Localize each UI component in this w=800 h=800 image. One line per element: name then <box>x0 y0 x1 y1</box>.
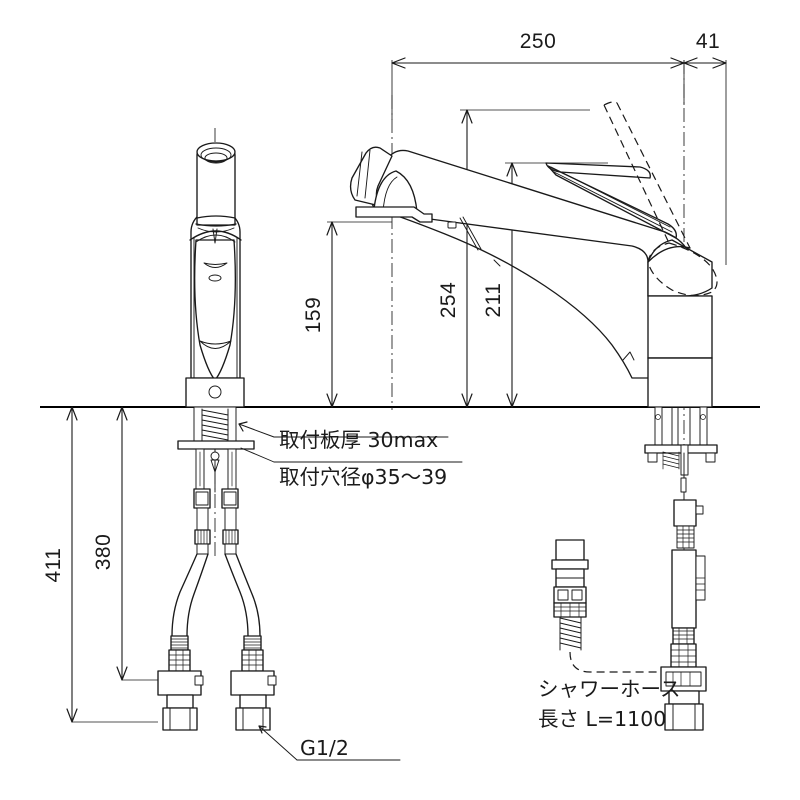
knurled-nut-left <box>194 529 211 545</box>
mounting-annotations: 取付板厚 30max 取付穴径φ35〜39 <box>238 421 463 489</box>
lever-handle <box>545 162 677 239</box>
shower-hose-connector <box>551 539 660 673</box>
dim-250-group: 250 <box>391 30 685 120</box>
supply-hose-left <box>171 553 209 637</box>
dim-254-group: 254 <box>437 109 590 408</box>
annotation-shower-hose-length: 長さ L=1100 <box>538 707 666 731</box>
faucet-front-view <box>185 142 245 408</box>
dim-159-group: 159 <box>302 221 392 408</box>
dim-159-label: 159 <box>302 297 325 334</box>
annotation-thread-spec: G1/2 <box>300 736 349 760</box>
mounting-spring <box>201 408 229 442</box>
dim-254-label: 254 <box>437 282 460 319</box>
hose-end-left <box>157 635 204 731</box>
annotation-hole-diameter: 取付穴径φ35〜39 <box>279 465 447 489</box>
side-view-under-deck-assembly <box>644 406 718 731</box>
dim-380-group: 380 <box>92 406 158 681</box>
mounting-thread <box>662 451 680 470</box>
annotation-shower-hose-name: シャワーホース <box>538 677 680 701</box>
dim-411-group: 411 <box>42 406 158 723</box>
dim-250-label: 250 <box>520 30 557 53</box>
knurled-nut-right <box>222 529 239 545</box>
supply-hose-right <box>224 553 261 637</box>
front-view-under-deck-assembly <box>157 406 277 731</box>
hose-end-right <box>230 635 277 731</box>
hose-strain-relief <box>559 616 582 651</box>
pullout-spray-head <box>349 146 433 223</box>
dim-41-label: 41 <box>696 30 720 53</box>
thread-spec-annotation: G1/2 <box>258 725 401 761</box>
dim-380-label: 380 <box>92 534 115 571</box>
dim-411-label: 411 <box>42 548 65 583</box>
faucet-side-view <box>349 101 718 408</box>
annotation-plate-thickness: 取付板厚 30max <box>279 428 438 452</box>
dim-41-group: 41 <box>683 30 727 265</box>
center-lines <box>214 60 685 700</box>
dim-211-label: 211 <box>482 283 505 318</box>
shower-hose-annotation: シャワーホース 長さ L=1100 <box>538 677 680 731</box>
